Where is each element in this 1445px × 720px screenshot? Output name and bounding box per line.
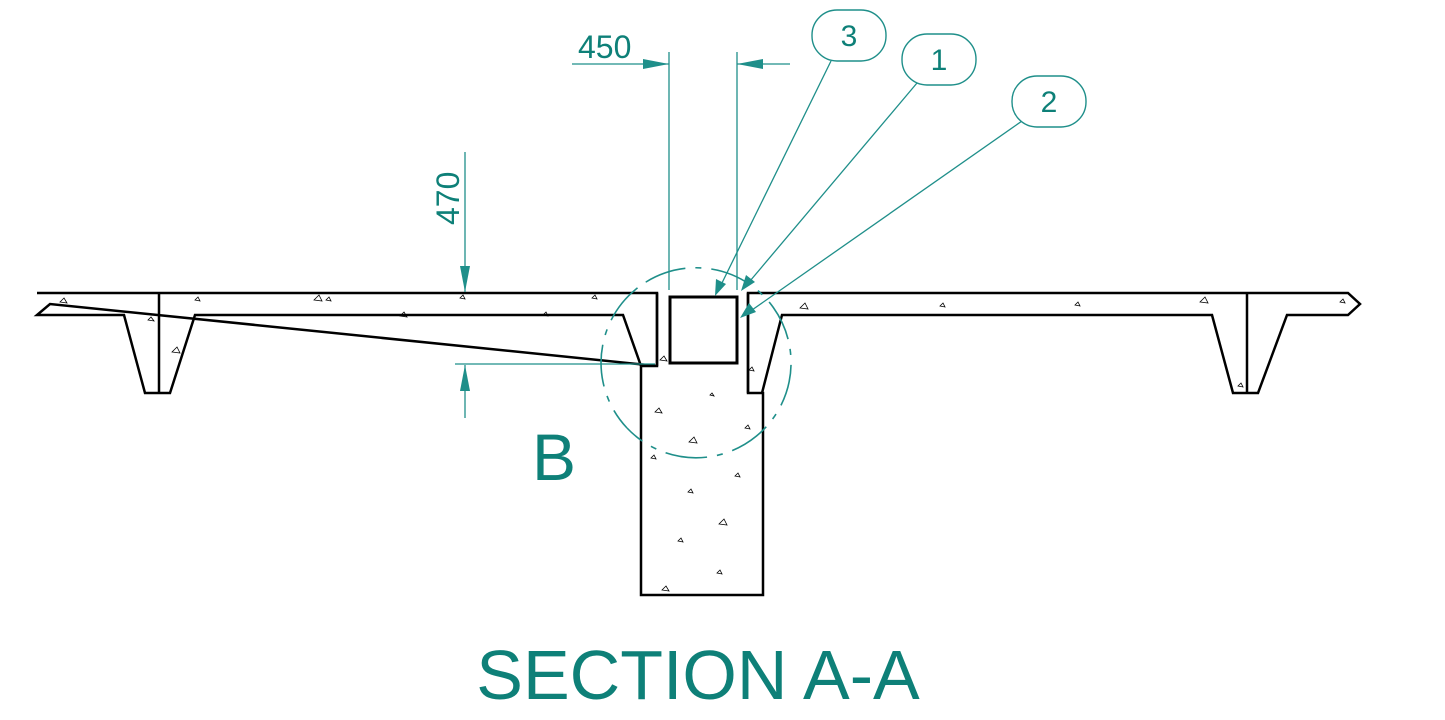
balloon-1-label: 1 bbox=[931, 44, 948, 77]
detail-label: B bbox=[532, 420, 576, 494]
balloon-1: 1 bbox=[901, 33, 977, 86]
depth-dimension-text: 470 bbox=[430, 172, 466, 225]
balloon-2-label: 2 bbox=[1041, 86, 1058, 119]
detail-circle bbox=[626, 267, 792, 459]
depth-dimension: 470 bbox=[430, 152, 655, 418]
joint-insert bbox=[668, 295, 739, 365]
balloon-3-label: 3 bbox=[841, 20, 858, 53]
width-dimension-text: 450 bbox=[578, 29, 631, 65]
section-title: SECTION A-A bbox=[476, 636, 920, 714]
width-dimension: 450 bbox=[572, 29, 790, 290]
balloon-2: 2 bbox=[1011, 75, 1087, 128]
concrete-hatch bbox=[59, 294, 1346, 592]
leader-2 bbox=[740, 120, 1023, 318]
leader-1 bbox=[741, 82, 918, 291]
balloon-3: 3 bbox=[811, 9, 887, 62]
slab-profile bbox=[33, 291, 1362, 597]
detail-circle-lower bbox=[600, 281, 647, 429]
leader-3 bbox=[715, 60, 832, 296]
